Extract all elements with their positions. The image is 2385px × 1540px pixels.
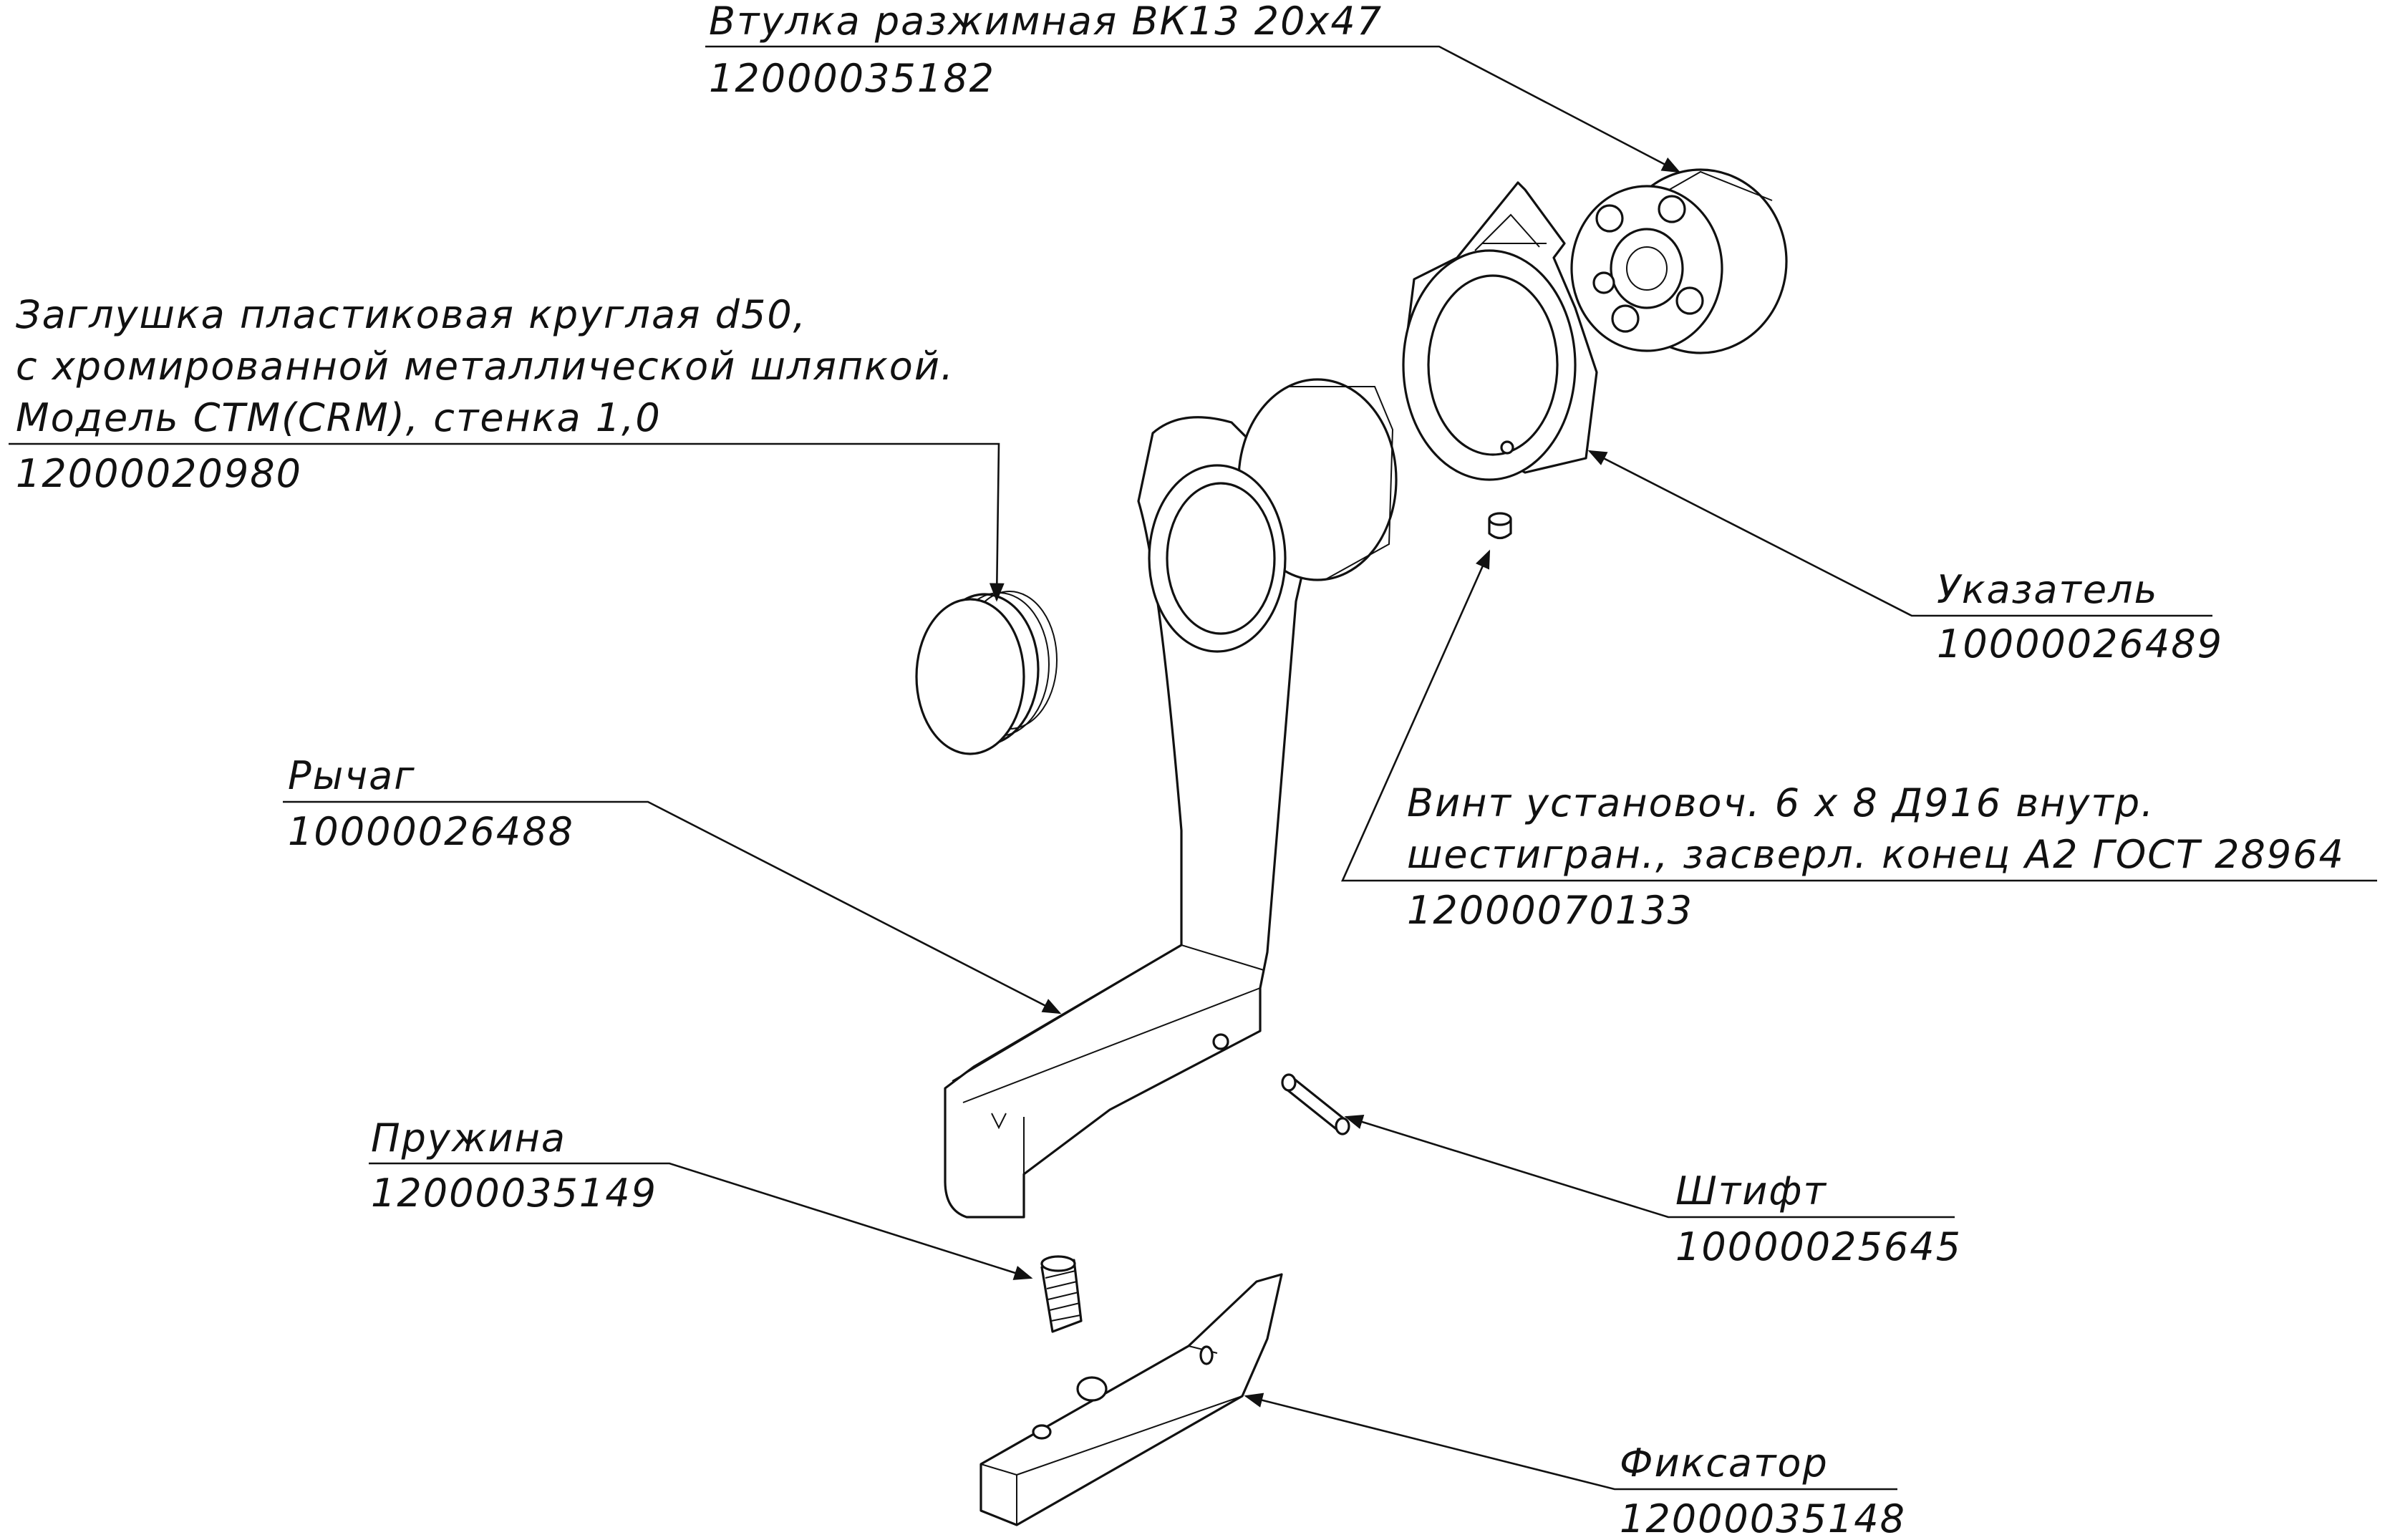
lever-code: 10000026488 — [288, 809, 574, 854]
callout-set-screw: Винт установоч. 6 х 8 Д916 внутр. шестиг… — [1407, 780, 2345, 933]
callout-lever: Рычаг 10000026488 — [288, 753, 574, 854]
callout-spring: Пружина 12000035149 — [371, 1115, 657, 1216]
callout-bushing: Втулка разжимная ВК13 20х47 12000035182 — [709, 0, 1383, 101]
plug-code: 12000020980 — [16, 451, 302, 496]
plug-name-line3: Модель CTM(CRM), стенка 1,0 — [16, 395, 662, 440]
latch-part — [979, 1273, 1283, 1526]
bushing-code: 12000035182 — [709, 56, 995, 101]
callout-latch: Фиксатор 12000035148 — [1620, 1440, 1906, 1540]
callout-pin: Штифт 10000025645 — [1675, 1168, 1962, 1269]
set-screw-part — [1488, 512, 1512, 540]
pin-name: Штифт — [1675, 1168, 1827, 1214]
leader-lever — [283, 800, 1062, 1014]
spring-name: Пружина — [371, 1115, 566, 1161]
leader-bushing — [705, 45, 1681, 173]
leader-pin — [1344, 1115, 1955, 1219]
spring-code: 12000035149 — [371, 1171, 657, 1216]
pin-part — [1281, 1073, 1350, 1135]
pointer-code: 10000026489 — [1937, 621, 2223, 667]
set-screw-name-line2: шестигран., засверл. конец А2 ГОСТ 28964 — [1407, 832, 2345, 877]
callout-pointer: Указатель 10000026489 — [1937, 567, 2223, 667]
leader-pointer — [1587, 450, 2212, 617]
leader-spring — [369, 1162, 1033, 1280]
leader-latch — [1244, 1393, 1897, 1491]
bushing-part — [1570, 168, 1788, 354]
lever-part — [944, 378, 1398, 1219]
bushing-name: Втулка разжимная ВК13 20х47 — [709, 0, 1383, 44]
latch-name: Фиксатор — [1620, 1440, 1829, 1486]
pin-code: 10000025645 — [1675, 1224, 1962, 1269]
plug-name-line2: с хромированной металлической шляпкой. — [16, 344, 954, 389]
callout-plug: Заглушка пластиковая круглая d50, с хром… — [16, 292, 954, 496]
leader-set-screw — [1340, 549, 2377, 882]
pointer-name: Указатель — [1937, 567, 2158, 612]
plug-part — [915, 591, 1058, 755]
leader-plug — [9, 442, 1005, 602]
spring-part — [1040, 1255, 1083, 1333]
set-screw-name-line1: Винт установоч. 6 х 8 Д916 внутр. — [1407, 780, 2154, 825]
lever-name: Рычаг — [288, 753, 416, 798]
plug-name-line1: Заглушка пластиковая круглая d50, — [16, 292, 807, 337]
latch-code: 12000035148 — [1620, 1496, 1906, 1540]
pointer-part — [1402, 181, 1598, 481]
set-screw-code: 12000070133 — [1407, 888, 1693, 933]
